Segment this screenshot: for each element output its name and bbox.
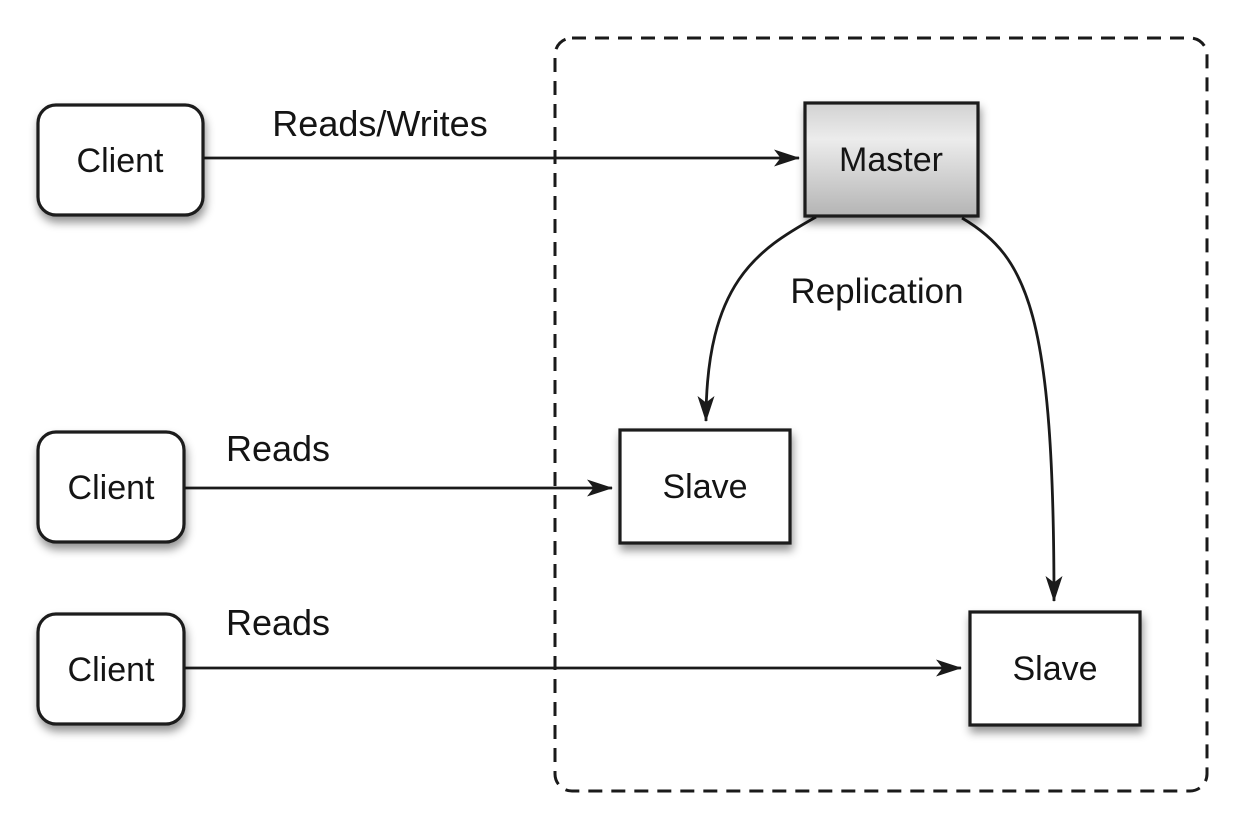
client-3-label: Client <box>68 651 155 689</box>
edge-label-replication: Replication <box>790 272 963 311</box>
edge-label-reads-writes: Reads/Writes <box>272 103 487 144</box>
slave-2-label: Slave <box>1012 650 1097 688</box>
master-box <box>803 101 980 218</box>
client-1-label: Client <box>77 142 164 180</box>
replication-zone-boundary <box>553 36 1209 793</box>
node-client-3: Client <box>36 612 186 726</box>
edge-master-to-slave2 <box>961 216 1063 602</box>
slave-2-box <box>968 610 1142 727</box>
node-master: Master <box>803 101 980 218</box>
node-slave-2: Slave <box>968 610 1142 727</box>
client-3-box <box>36 612 186 726</box>
edge-label-reads-middle: Reads <box>226 428 330 469</box>
slave-1-label: Slave <box>662 468 747 506</box>
node-client-1: Client <box>36 103 205 217</box>
node-client-2: Client <box>36 430 186 544</box>
master-label: Master <box>839 141 943 179</box>
client-2-box <box>36 430 186 544</box>
edge-label-reads-bottom: Reads <box>226 602 330 643</box>
edge-master-to-slave1 <box>697 215 817 422</box>
slave-1-box <box>618 428 792 545</box>
node-slave-1: Slave <box>618 428 792 545</box>
client-2-label: Client <box>68 469 155 507</box>
client-1-box <box>36 103 205 217</box>
